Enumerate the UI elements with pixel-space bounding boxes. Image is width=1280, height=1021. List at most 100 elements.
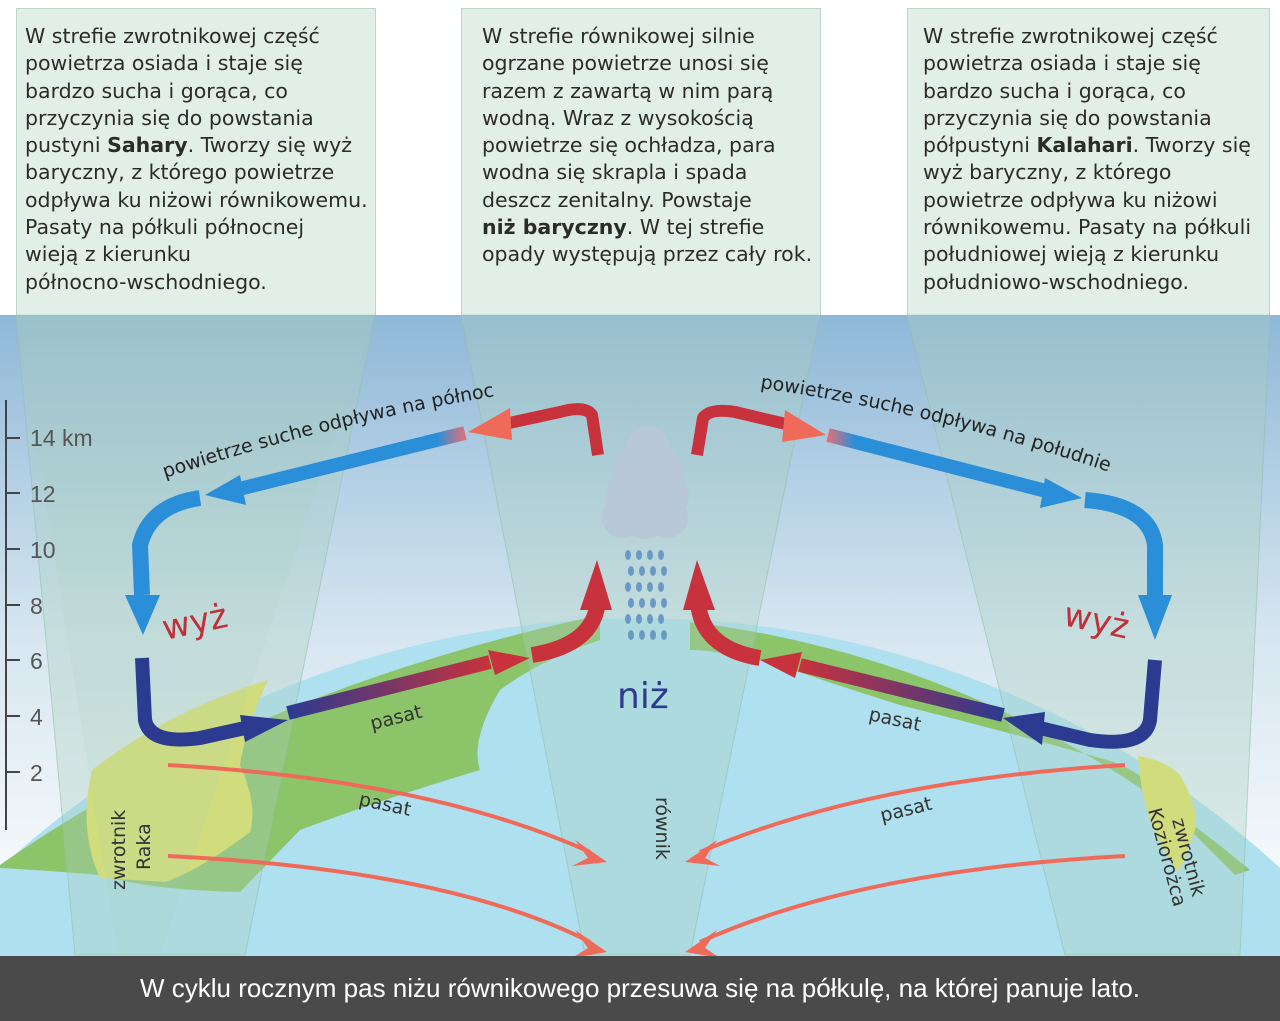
raindrop	[661, 598, 667, 608]
text-segment: wyż baryczny, z którego	[923, 160, 1172, 185]
panel-kalahari: W strefie zwrotnikowej część powietrza os…	[907, 8, 1270, 315]
label-equator: równik	[651, 797, 673, 860]
raindrop	[636, 582, 642, 592]
panel-text-line: niż baryczny. W tej strefie	[482, 214, 820, 241]
raindrop	[636, 550, 642, 560]
panel-text-line: wyż baryczny, z którego	[923, 159, 1269, 186]
axis-label-4: 4	[30, 704, 43, 730]
panel-text-line: W strefie równikowej silnie	[482, 23, 820, 50]
raindrop	[658, 614, 664, 624]
raindrop	[658, 582, 664, 592]
bold-term: Kalahari	[1036, 133, 1133, 158]
text-segment: przyczynia się do powstania	[923, 105, 1212, 130]
text-segment: wodna się skrapla i spada	[482, 160, 748, 185]
trade-winds-surface	[167, 763, 1126, 958]
axis-label-8: 8	[30, 593, 43, 619]
bold-term: Sahary	[107, 133, 188, 158]
text-segment: wieją z kierunku	[25, 242, 191, 267]
raindrop	[639, 630, 645, 640]
panel-text-line: północno-wschodniego.	[25, 269, 375, 296]
text-segment: ogrzane powietrze unosi się	[482, 51, 769, 76]
text-segment: W strefie równikowej silnie	[482, 24, 755, 48]
label-cancer-2: Raka	[133, 823, 155, 870]
panel-text-line: bardzo sucha i gorąca, co	[25, 78, 375, 105]
panel-text-line: powietrza osiada i staje się	[25, 50, 375, 77]
axis-label-6: 6	[30, 648, 43, 674]
panel-text-line: W strefie zwrotnikowej część	[923, 23, 1269, 50]
text-segment: południowej wieją z kierunku	[923, 242, 1220, 267]
raindrop	[636, 614, 642, 624]
cloud-icon	[602, 426, 689, 539]
text-segment: Pasaty na półkuli północnej	[25, 215, 305, 240]
raindrop	[639, 566, 645, 576]
text-segment: półpustyni	[923, 133, 1037, 158]
raindrop	[650, 630, 656, 640]
text-segment: . W tej strefie	[626, 215, 765, 240]
desert-kalahari	[1138, 756, 1196, 872]
raindrop	[647, 614, 653, 624]
raindrop	[625, 582, 631, 592]
panel-text-line: przyczynia się do powstania	[25, 105, 375, 132]
panel-text-line: ogrzane powietrze unosi się	[482, 50, 820, 77]
panel-text-line: południowej wieją z kierunku	[923, 241, 1269, 268]
bold-term: niż baryczny	[482, 215, 627, 240]
panel-text-line: odpływa ku niżowi równikowemu.	[25, 187, 375, 214]
text-segment: razem z zawartą w nim parą	[482, 78, 774, 103]
raindrop	[661, 630, 667, 640]
text-segment: bardzo sucha i gorąca, co	[923, 78, 1186, 103]
text-segment: równikowemu. Pasaty na półkuli	[923, 215, 1252, 240]
raindrops-icon	[625, 550, 667, 640]
raindrop	[661, 566, 667, 576]
panel-text-line: wodna się skrapla i spada	[482, 159, 820, 186]
raindrop	[639, 598, 645, 608]
panel-text-line: baryczny, z którego powietrze	[25, 159, 375, 186]
text-segment: północno-wschodniego.	[25, 269, 267, 294]
raindrop	[650, 566, 656, 576]
panel-text-line: razem z zawartą w nim parą	[482, 78, 820, 105]
panel-text-line: przyczynia się do powstania	[923, 105, 1269, 132]
panel-text-line: półpustyni Kalahari. Tworzy się	[923, 132, 1269, 159]
text-segment: bardzo sucha i gorąca, co	[25, 78, 288, 103]
panel-text-line: deszcz zenitalny. Powstaje	[482, 187, 820, 214]
raindrop	[625, 614, 631, 624]
text-segment: południowo-wschodniego.	[923, 269, 1189, 294]
circulation-right	[683, 404, 1172, 749]
text-segment: przyczynia się do powstania	[25, 105, 314, 130]
panel-text-line: południowo-wschodniego.	[923, 269, 1269, 296]
raindrop	[658, 550, 664, 560]
text-segment: W strefie zwrotnikowej część	[25, 24, 320, 48]
panel-text-line: wodną. Wraz z wysokością	[482, 105, 820, 132]
circulation-left	[125, 403, 612, 747]
text-segment: powietrza osiada i staje się	[923, 51, 1201, 76]
raindrop	[628, 566, 634, 576]
axis-label-10: 10	[30, 537, 56, 563]
text-segment: deszcz zenitalny. Powstaje	[482, 187, 752, 212]
text-segment: opady występują przez cały rok.	[482, 242, 813, 267]
panel-text-line: pustyni Sahary. Tworzy się wyż	[25, 132, 375, 159]
text-segment: wodną. Wraz z wysokością	[482, 105, 754, 130]
raindrop	[625, 550, 631, 560]
panel-text-line: bardzo sucha i gorąca, co	[923, 78, 1269, 105]
text-segment: W strefie zwrotnikowej część	[923, 24, 1218, 48]
panel-text-line: opady występują przez cały rok.	[482, 241, 820, 268]
panel-text-line: równikowemu. Pasaty na półkuli	[923, 214, 1269, 241]
text-segment: pustyni	[25, 133, 108, 158]
text-segment: powietrza osiada i staje się	[25, 51, 303, 76]
panel-text-line: powietrze się ochładza, para	[482, 132, 820, 159]
panel-text-line: powietrze odpływa ku niżowi	[923, 187, 1269, 214]
raindrop	[647, 582, 653, 592]
axis-label-14: 14 km	[30, 425, 93, 451]
label-cancer-1: zwrotnik	[108, 810, 130, 890]
panel-text-line: powietrza osiada i staje się	[923, 50, 1269, 77]
text-segment: . Tworzy się wyż	[187, 133, 353, 158]
axis-label-2: 2	[30, 760, 43, 786]
label-low: niż	[617, 676, 669, 717]
raindrop	[628, 630, 634, 640]
text-segment: powietrze się ochładza, para	[482, 133, 776, 158]
altitude-axis	[5, 400, 20, 830]
text-segment: powietrze odpływa ku niżowi	[923, 187, 1218, 212]
text-segment: odpływa ku niżowi równikowemu.	[25, 187, 368, 212]
panel-text-line: wieją z kierunku	[25, 241, 375, 268]
panel-text-line: W strefie zwrotnikowej część	[25, 23, 375, 50]
